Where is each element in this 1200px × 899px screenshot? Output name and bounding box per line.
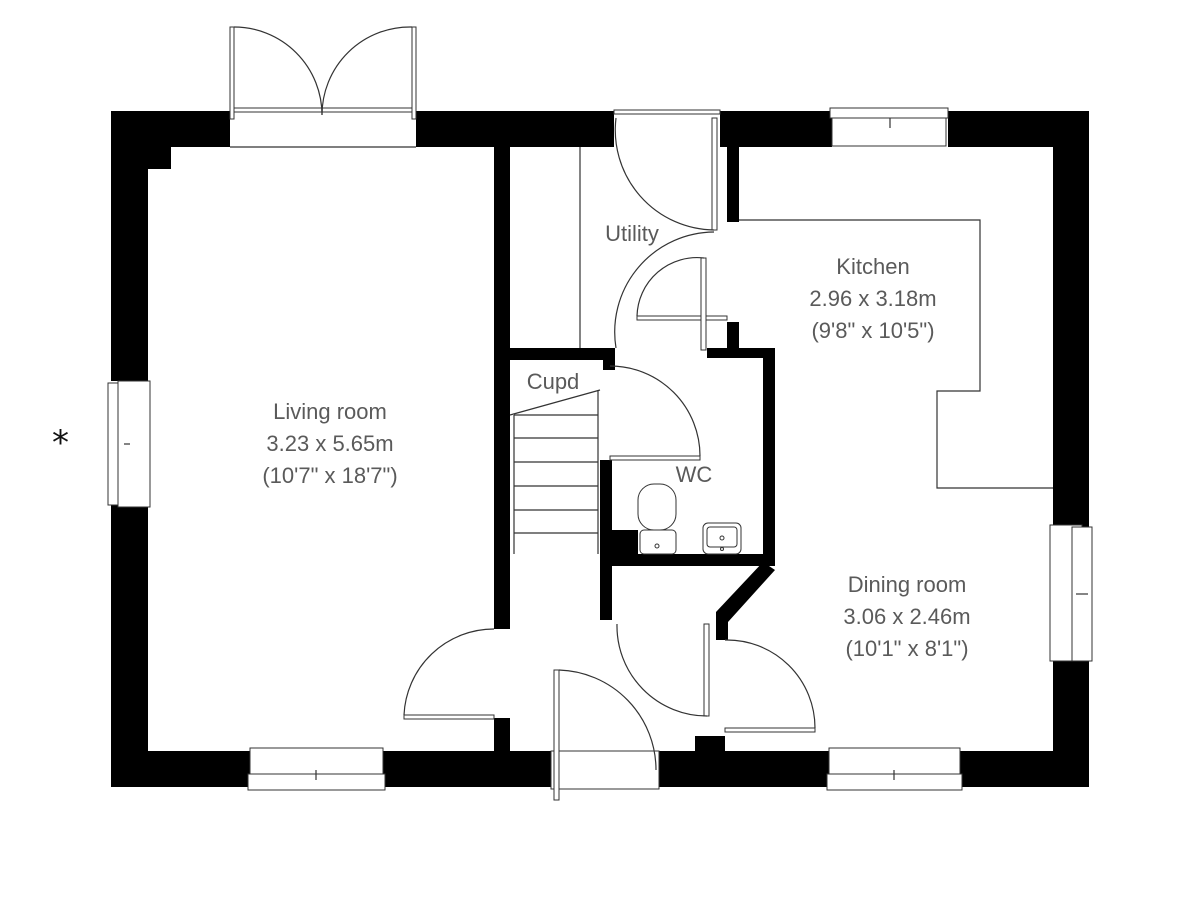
outer-walls (111, 111, 1089, 787)
room-name: Dining room (847, 572, 967, 597)
room-label-wc: WC (676, 459, 713, 491)
room-label-living: Living room 3.23 x 5.65m (10'7" x 18'7") (262, 396, 397, 492)
room-metric: 2.96 x 3.18m (809, 286, 937, 311)
toilet-icon (637, 483, 677, 555)
basin-icon (702, 522, 742, 555)
window-dining-right (1049, 524, 1093, 662)
room-label-utility: Utility (605, 218, 659, 250)
kitchen-worktop (739, 219, 1053, 489)
room-label-dining: Dining room 3.06 x 2.46m (10'1" x 8'1") (843, 569, 970, 665)
hall-to-dining-door[interactable] (616, 623, 710, 717)
room-metric: 3.06 x 2.46m (843, 604, 971, 629)
room-name: Living room (273, 399, 387, 424)
room-name: Kitchen (836, 254, 910, 279)
room-name: WC (675, 462, 713, 487)
utility-back-door[interactable] (613, 109, 721, 231)
window-living-left (107, 380, 151, 508)
staircase (509, 389, 601, 554)
front-door[interactable] (550, 669, 660, 801)
room-label-cupd: Cupd (527, 366, 580, 398)
compass-marker: * (52, 423, 69, 463)
window-living-bottom (247, 747, 386, 791)
room-imperial: (10'7" x 18'7") (262, 463, 398, 488)
room-name: Cupd (526, 369, 580, 394)
room-label-kitchen: Kitchen 2.96 x 3.18m (9'8" x 10'5") (809, 251, 936, 347)
room-imperial: (10'1" x 8'1") (845, 636, 969, 661)
living-room-door[interactable] (403, 628, 495, 720)
window-kitchen (829, 107, 949, 147)
window-dining-bottom (826, 747, 963, 791)
cupboard-door[interactable] (609, 365, 701, 461)
french-doors[interactable] (229, 26, 417, 148)
interior-walls (494, 147, 775, 751)
room-metric: 3.23 x 5.65m (266, 431, 394, 456)
room-imperial: (9'8" x 10'5") (811, 318, 935, 343)
utility-inner-door[interactable] (614, 231, 728, 351)
room-name: Utility (605, 221, 659, 246)
dining-door[interactable] (724, 639, 816, 733)
